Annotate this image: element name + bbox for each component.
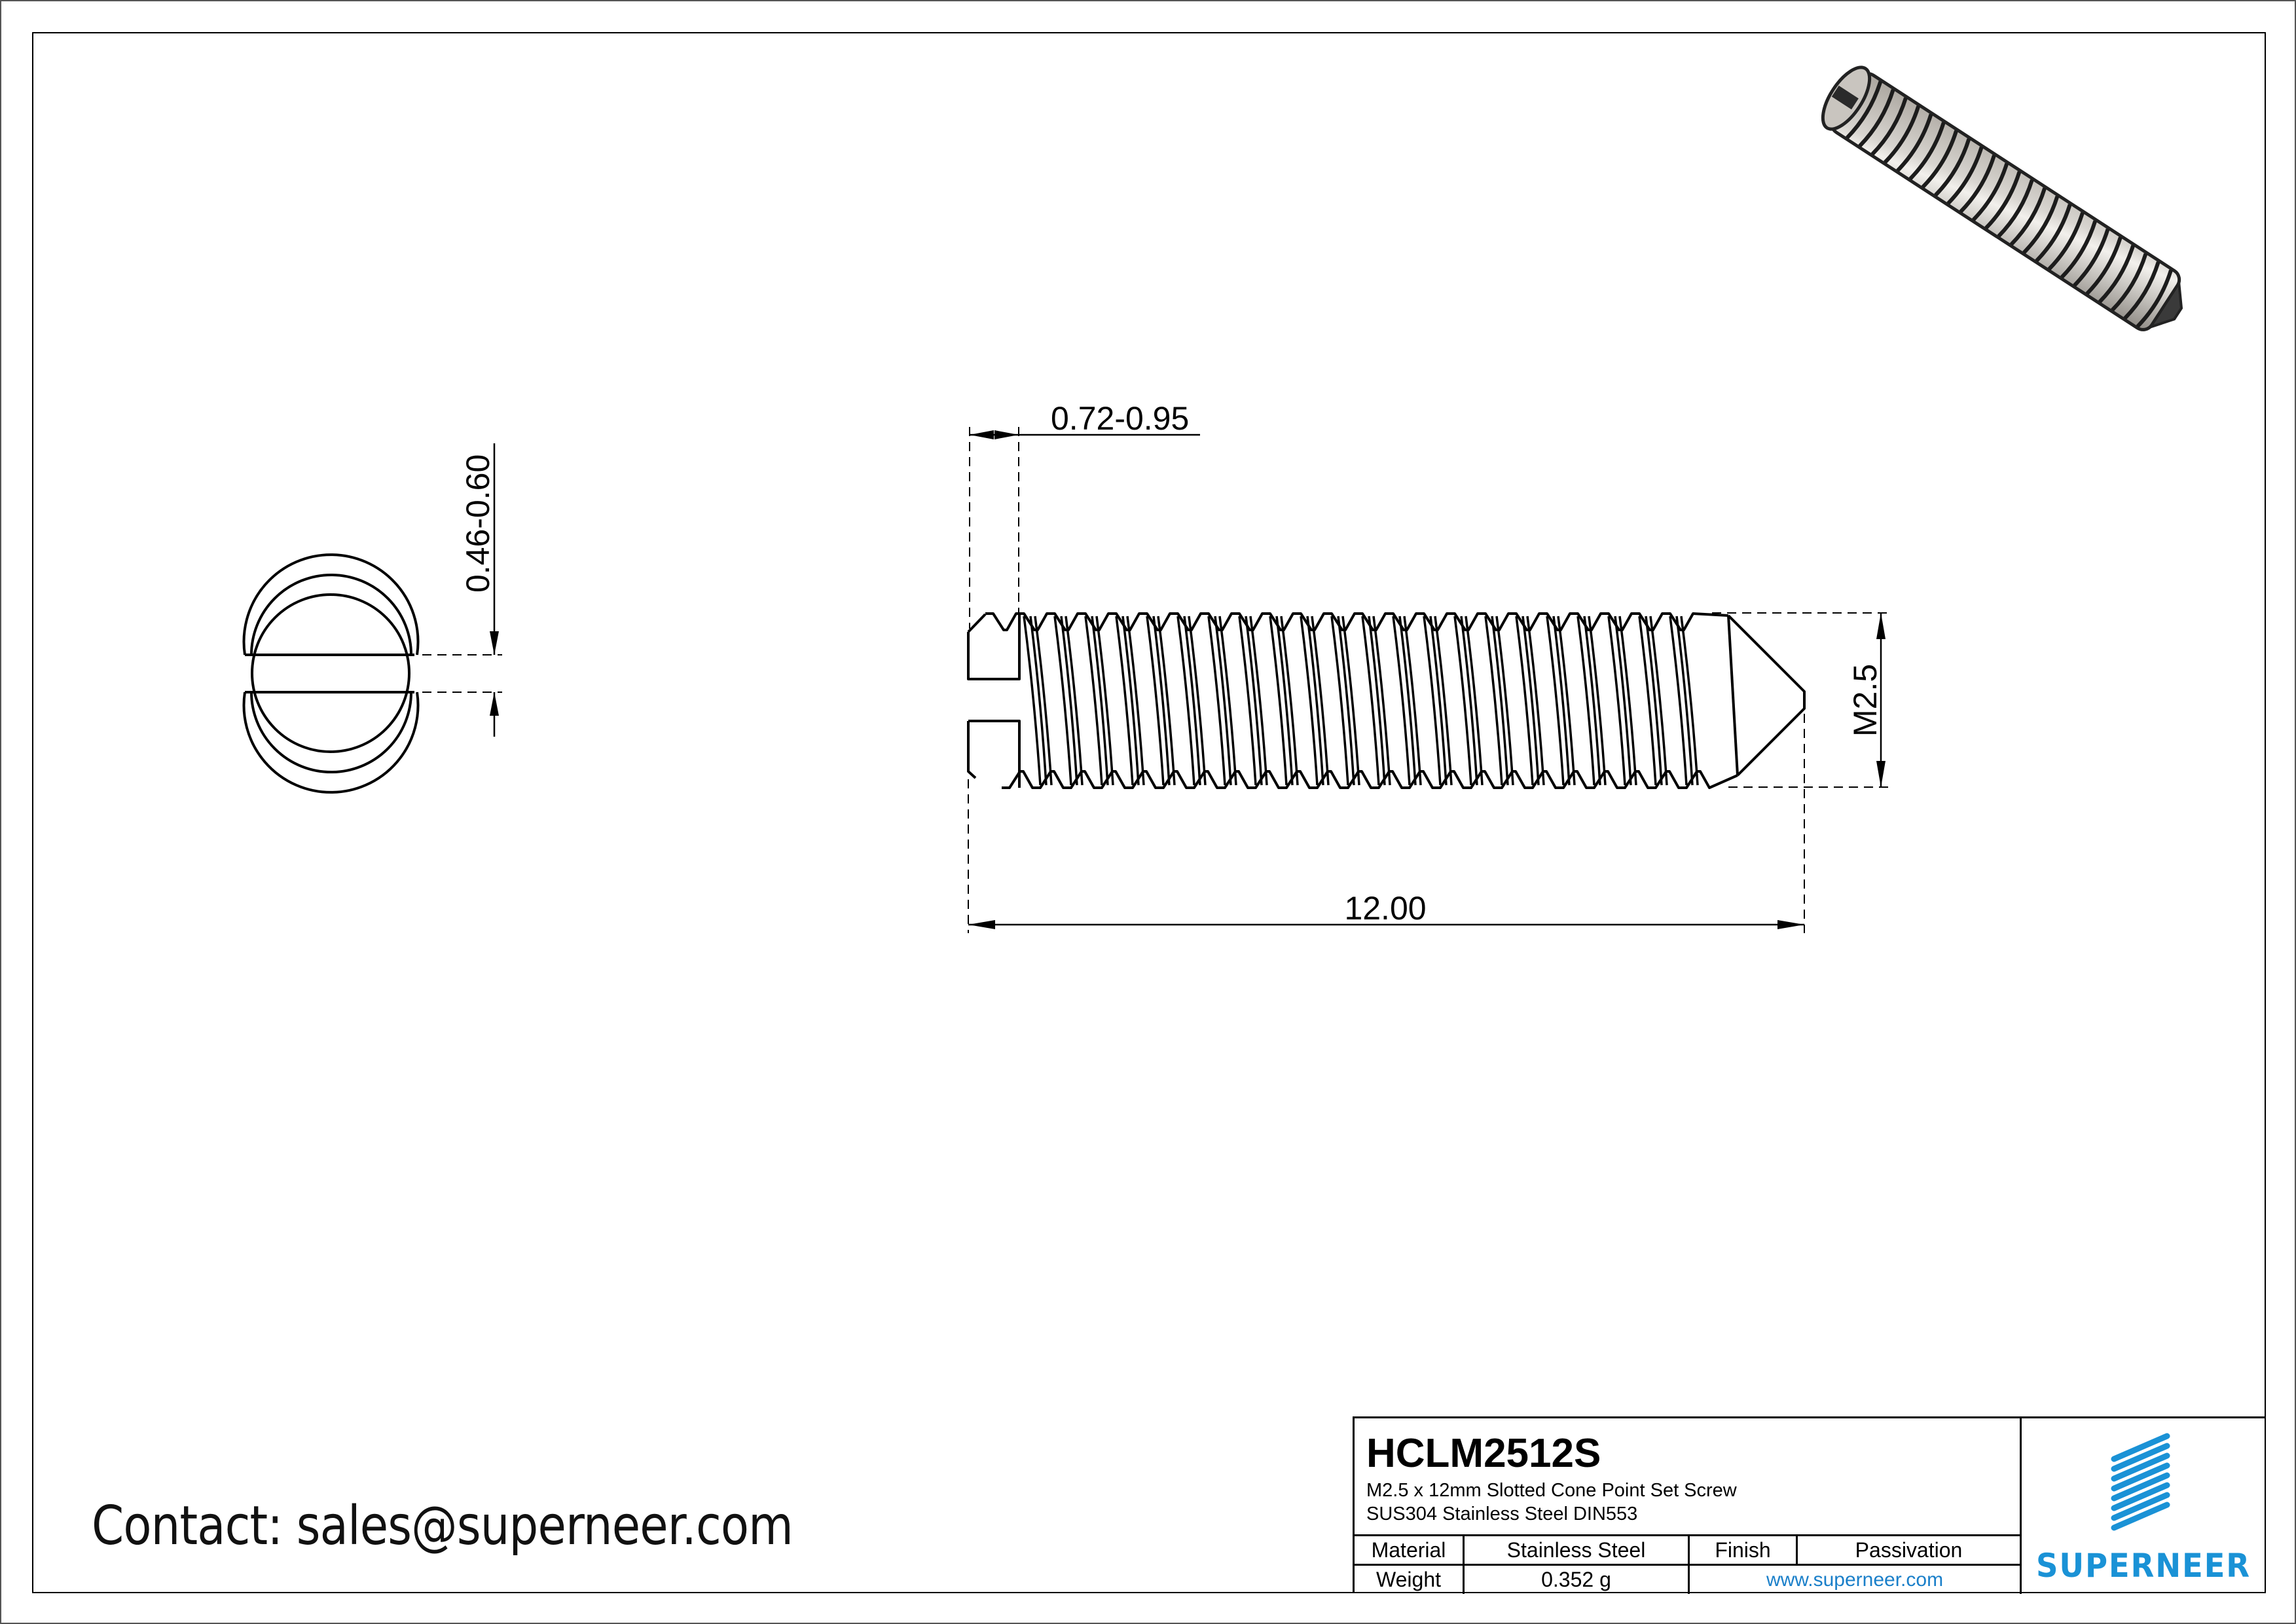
thread-size-label: M2.5 bbox=[1847, 664, 1884, 737]
title-block: HCLM2512S M2.5 x 12mm Slotted Cone Point… bbox=[1353, 1416, 2267, 1594]
end-view bbox=[242, 553, 420, 794]
title-block-row-material: Material Stainless Steel Finish Passivat… bbox=[1355, 1534, 2020, 1564]
logo-wordmark: SUPERNEER bbox=[2036, 1547, 2251, 1585]
drawing-frame bbox=[32, 32, 2266, 1593]
weight-label: Weight bbox=[1376, 1568, 1441, 1591]
description-line-2: SUS304 Stainless Steel DIN553 bbox=[1366, 1504, 1638, 1524]
website-link[interactable]: www.superneer.com bbox=[1688, 1566, 2020, 1594]
length-label: 12.00 bbox=[1344, 890, 1426, 927]
part-number: HCLM2512S bbox=[1366, 1431, 1601, 1476]
title-block-info: HCLM2512S M2.5 x 12mm Slotted Cone Point… bbox=[1355, 1418, 2022, 1594]
length-dimension: 12.00 bbox=[968, 714, 1805, 933]
finish-value: Passivation bbox=[1796, 1536, 2020, 1564]
thread-size-dimension: M2.5 bbox=[1712, 612, 1891, 788]
title-block-row-weight: Weight 0.352 g www.superneer.com bbox=[1355, 1564, 2020, 1594]
material-value: Stainless Steel bbox=[1463, 1536, 1688, 1564]
superneer-stripes-logo-icon bbox=[2111, 1433, 2170, 1531]
finish-label: Finish bbox=[1688, 1536, 1796, 1564]
material-label: Material bbox=[1371, 1538, 1446, 1562]
slot-depth-label: 0.72-0.95 bbox=[1051, 400, 1189, 437]
slot-width-dimension: 0.46-0.60 bbox=[422, 443, 502, 737]
contact-text: Contact: sales@superneer.com bbox=[92, 1495, 793, 1557]
set-screw-3d-render bbox=[1821, 65, 2183, 331]
slot-width-label: 0.46-0.60 bbox=[460, 454, 496, 593]
description-line-1: M2.5 x 12mm Slotted Cone Point Set Screw bbox=[1366, 1480, 1737, 1501]
side-view bbox=[967, 612, 1806, 789]
company-logo: SUPERNEER bbox=[2022, 1418, 2267, 1594]
weight-value: 0.352 g bbox=[1463, 1566, 1688, 1594]
slot-depth-dimension: 0.72-0.95 bbox=[969, 400, 1200, 629]
